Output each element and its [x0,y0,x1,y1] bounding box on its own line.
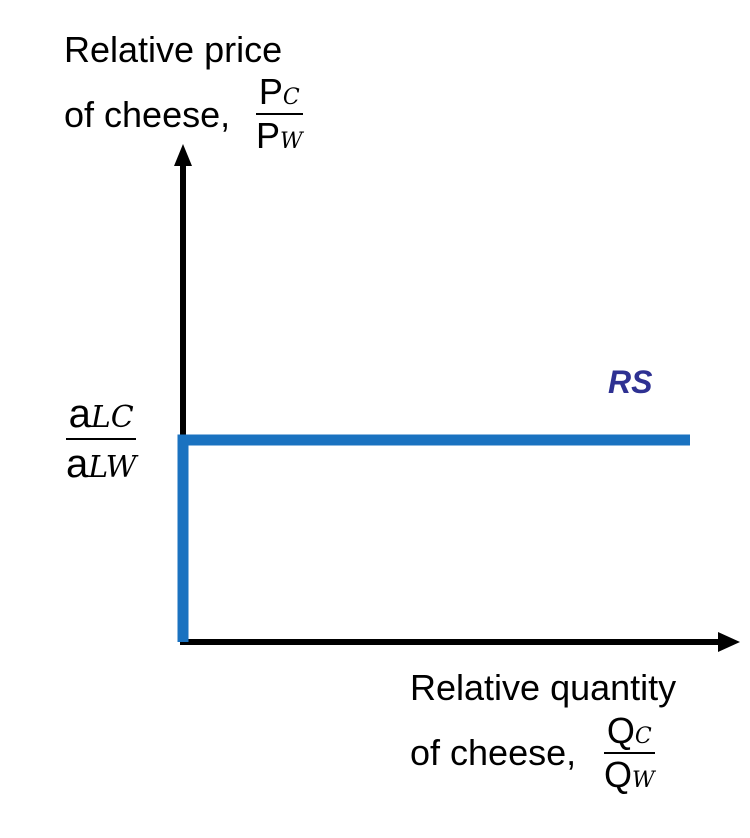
rs-curve [177,434,690,642]
y-axis-arrowhead [174,144,192,166]
price-level-bar [66,438,137,440]
x-fraction-denominator: QW [604,754,655,795]
price-level-denominator: aLW [66,442,137,486]
rs-curve-label: RS [608,364,653,400]
price-level-numerator: aLC [68,392,134,436]
y-fraction-numerator: PC [258,71,300,112]
x-fraction-numerator: QC [606,710,652,751]
x-fraction-bar [604,752,655,754]
y-axis-label-line1: Relative price [64,29,283,70]
x-axis-label-line1: Relative quantity [410,667,677,708]
y-fraction-bar [256,113,303,115]
price-level-label: aLC aLW [66,392,137,486]
x-axis-label-line2: of cheese, [410,732,577,773]
y-fraction-denominator: PW [256,115,303,156]
x-axis-arrowhead [718,632,740,652]
y-axis-label-line2: of cheese, [64,94,231,135]
x-axis-label-fraction: QC QW [604,713,655,793]
y-axis-label-fraction: PC PW [256,74,303,154]
